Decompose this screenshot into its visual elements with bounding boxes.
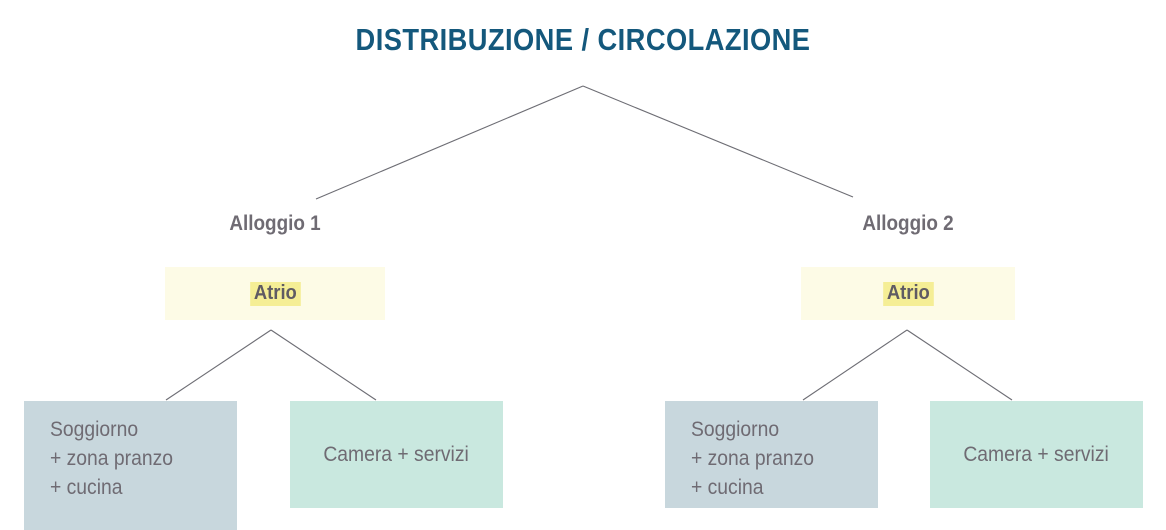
node-living-1: Soggiorno + zona pranzo + cucina bbox=[24, 401, 237, 530]
node-living-2-line-1: Soggiorno bbox=[691, 418, 780, 441]
connector-atrio1-to-room1 bbox=[270, 329, 377, 401]
node-living-1-line-2: + zona pranzo bbox=[50, 447, 173, 470]
node-living-2-line-3: + cucina bbox=[691, 476, 764, 499]
node-living-2: Soggiorno + zona pranzo + cucina bbox=[665, 401, 878, 508]
node-atrio-2: Atrio bbox=[801, 267, 1015, 320]
connector-atrio1-to-living1 bbox=[165, 329, 272, 401]
connector-root-to-unit-2 bbox=[582, 85, 854, 198]
connector-atrio2-to-living2 bbox=[802, 329, 908, 401]
node-room-1-label: Camera + servizi bbox=[323, 442, 470, 466]
node-room-2-label: Camera + servizi bbox=[963, 442, 1110, 466]
connector-atrio2-to-room2 bbox=[906, 329, 1013, 401]
unit-label-alloggio-2: Alloggio 2 bbox=[862, 212, 954, 235]
node-atrio-2-label: Atrio bbox=[882, 281, 934, 306]
node-living-1-line-3: + cucina bbox=[50, 476, 123, 499]
node-living-1-line-1: Soggiorno bbox=[50, 418, 139, 441]
node-room-2: Camera + servizi bbox=[930, 401, 1143, 508]
diagram-title: DISTRIBUZIONE / CIRCOLAZIONE bbox=[355, 22, 811, 57]
node-living-2-line-2: + zona pranzo bbox=[691, 447, 814, 470]
node-atrio-1-label: Atrio bbox=[249, 281, 301, 306]
unit-label-alloggio-1: Alloggio 1 bbox=[229, 212, 321, 235]
node-atrio-1: Atrio bbox=[165, 267, 385, 320]
node-room-1: Camera + servizi bbox=[290, 401, 503, 508]
connector-root-to-unit-1 bbox=[315, 85, 584, 200]
